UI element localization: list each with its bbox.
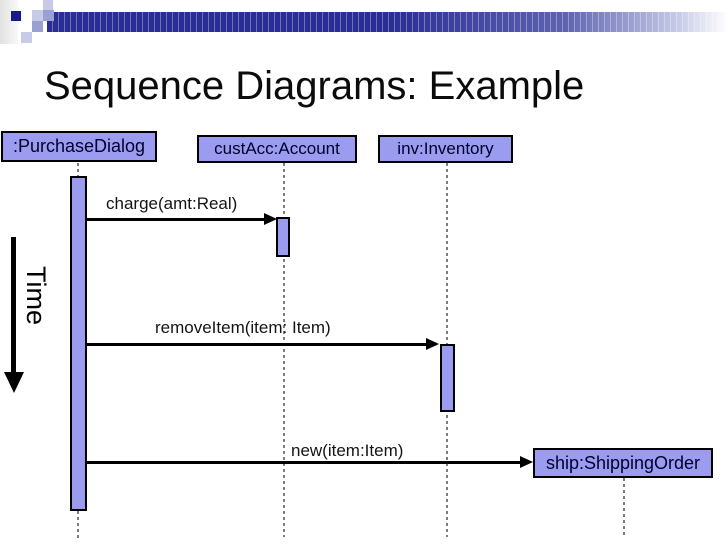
decor-square-medium — [43, 10, 54, 21]
page-title: Sequence Diagrams: Example — [44, 64, 585, 108]
decor-square-top — [43, 0, 53, 11]
actor-label-purchasedialog: :PurchaseDialog — [12, 136, 146, 156]
activation-bar-inventory — [440, 344, 455, 412]
message-label-new: new(item:Item) — [291, 441, 404, 460]
actor-box-inventory: inv:Inventory — [378, 135, 513, 163]
header-accent-bar — [47, 12, 728, 32]
decor-square-light-2 — [21, 32, 32, 43]
lifeline-custacc — [283, 163, 285, 537]
decor-square-navy — [11, 11, 21, 21]
activation-bar-custacc — [276, 217, 290, 257]
arrowhead-charge-icon — [264, 213, 277, 225]
time-axis-label: Time — [21, 266, 51, 325]
actor-box-purchasedialog: :PurchaseDialog — [1, 131, 157, 162]
time-axis-arrowhead-icon — [4, 372, 24, 393]
actor-label-shippingorder: ship:ShippingOrder — [545, 452, 701, 473]
decor-square-light — [32, 10, 43, 21]
actor-box-shippingorder: ship:ShippingOrder — [533, 448, 713, 478]
message-arrow-charge — [87, 218, 266, 221]
message-arrow-removeitem — [87, 343, 428, 346]
actor-box-custacc: custAcc:Account — [197, 135, 357, 163]
actor-label-inventory: inv:Inventory — [397, 139, 494, 158]
header-gray-strip — [0, 0, 18, 44]
message-label-charge: charge(amt:Real) — [106, 194, 238, 213]
message-arrow-new — [87, 461, 520, 464]
message-label-removeitem: removeItem(item: Item) — [155, 318, 331, 337]
actor-label-custacc: custAcc:Account — [214, 139, 340, 158]
arrowhead-removeitem-icon — [426, 338, 439, 350]
lifeline-shippingorder — [623, 478, 625, 538]
decor-square-medium-2 — [32, 21, 43, 32]
activation-bar-purchasedialog — [70, 176, 87, 511]
time-axis-arrow-line — [11, 237, 16, 374]
arrowhead-new-icon — [520, 456, 533, 468]
